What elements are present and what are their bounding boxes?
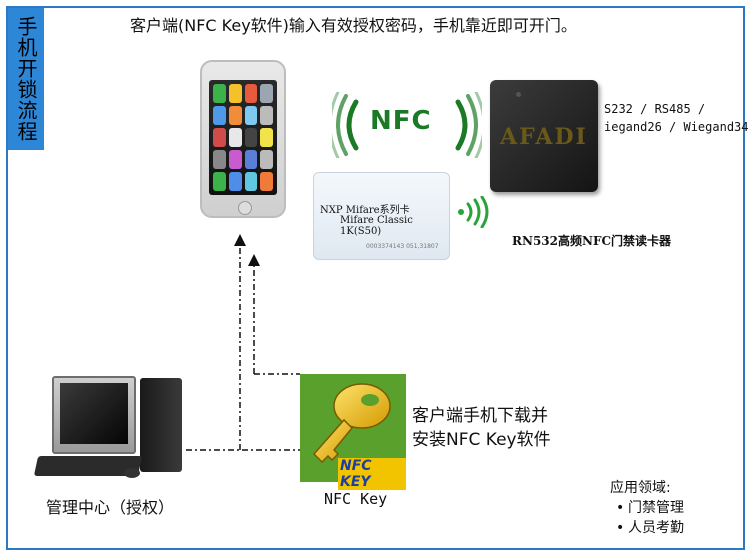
reader-caption: RN532高频NFC门禁读卡器 xyxy=(512,234,672,248)
page-title: 客户端(NFC Key软件)输入有效授权密码，手机靠近即可开门。 xyxy=(130,16,577,35)
card-line1: NXP Mifare系列卡 xyxy=(320,205,410,216)
phone-icon xyxy=(200,60,286,218)
reader-interfaces: S232 / RS485 / iegand26 / Wiegand34 xyxy=(604,100,749,136)
reader-led xyxy=(516,92,521,97)
reader-interfaces-line2: iegand26 / Wiegand34 xyxy=(604,120,749,134)
nfc-label: NFC xyxy=(370,106,432,136)
card-line2: Mifare Classic 1K(S50) xyxy=(340,215,413,237)
key-caption: NFC Key xyxy=(324,490,388,508)
reader-interfaces-line1: S232 / RS485 / xyxy=(604,102,706,116)
key-box-text: NFC KEY xyxy=(338,458,406,490)
application-areas-title: 应用领域: xyxy=(610,480,671,496)
phone-screen xyxy=(209,80,277,195)
diagram-frame xyxy=(6,6,745,550)
card-icon: NXP Mifare系列卡 Mifare Classic 1K(S50) 000… xyxy=(313,172,450,260)
download-instructions: 客户端手机下载并 安装NFC Key软件 xyxy=(412,404,551,452)
management-center-caption: 管理中心（授权） xyxy=(46,498,175,517)
nfc-waves-icon: NFC xyxy=(328,90,486,160)
side-label: 手机开锁流程 xyxy=(8,8,44,150)
card-number: 0003374143 051,31807 xyxy=(366,243,439,250)
key-icon: NFC KEY xyxy=(300,374,406,490)
computer-icon xyxy=(52,376,136,454)
download-line2: 安装NFC Key软件 xyxy=(412,430,551,450)
phone-home-button xyxy=(238,201,252,215)
application-area-item: 人员考勤 xyxy=(610,518,684,538)
reader-icon: AFADI xyxy=(490,80,598,192)
wifi-signal-icon xyxy=(456,195,490,229)
download-line1: 客户端手机下载并 xyxy=(412,406,548,426)
reader-brand: AFADI xyxy=(500,124,588,150)
application-area-item: 门禁管理 xyxy=(610,498,684,518)
application-areas: 应用领域: 门禁管理 人员考勤 xyxy=(610,478,684,538)
computer-tower xyxy=(140,378,182,472)
computer-mouse xyxy=(124,468,140,478)
